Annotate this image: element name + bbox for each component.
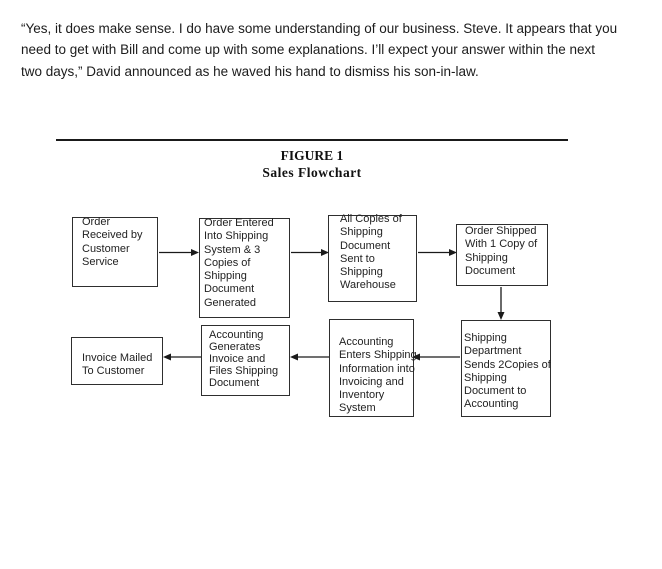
arrow-order-received-to-order-entered <box>159 249 199 256</box>
figure-heading: FIGURE 1 Sales Flowchart <box>56 147 568 181</box>
figure-divider-line <box>56 139 568 141</box>
figure-label: FIGURE 1 <box>280 148 344 163</box>
narrative-paragraph: “Yes, it does make sense. I do have some… <box>21 21 618 79</box>
flowchart-box-invoice-mailed: Invoice Mailed To Customer <box>71 337 163 385</box>
flowchart-box-accounting-enters: Accounting Enters Shipping Information i… <box>329 319 417 417</box>
figure-title: Sales Flowchart <box>262 165 362 180</box>
arrow-order-shipped-to-shipping-sends <box>497 287 505 320</box>
flowchart-box-text: Accounting Enters Shipping Information i… <box>339 336 417 415</box>
arrow-shipping-sends-to-accounting-enters <box>412 353 460 361</box>
flowchart-box-text: Invoice Mailed To Customer <box>82 352 153 378</box>
flowchart-box-order-shipped: Order Shipped With 1 Copy of Shipping Do… <box>456 224 548 286</box>
flowchart-box-text: All Copies of Shipping Document Sent to … <box>340 213 402 292</box>
flowchart-box-text: Shipping Department Sends 2Copies of Shi… <box>464 332 551 411</box>
arrow-accounting-enters-to-accounting-generates <box>290 353 329 361</box>
flowchart-box-text: Order Shipped With 1 Copy of Shipping Do… <box>465 225 538 277</box>
arrow-order-entered-to-copies-sent <box>291 249 329 256</box>
flowchart-box-copies-sent: All Copies of Shipping Document Sent to … <box>328 213 417 302</box>
flowchart-box-shipping-sends: Shipping Department Sends 2Copies of Shi… <box>461 320 551 417</box>
flowchart-box-order-received: Order Received by Customer Service <box>72 216 158 287</box>
flowchart-box-accounting-generates: Accounting Generates Invoice and Files S… <box>201 325 290 396</box>
flowchart-box-text: Order Received by Customer Service <box>82 216 143 268</box>
flowchart-box-text: Order Entered Into Shipping System & 3 C… <box>204 217 274 309</box>
arrow-accounting-generates-to-invoice-mailed <box>163 353 201 361</box>
arrow-copies-sent-to-order-shipped <box>418 249 457 256</box>
flowchart-box-text: Accounting Generates Invoice and Files S… <box>209 329 279 389</box>
flowchart-box-order-entered: Order Entered Into Shipping System & 3 C… <box>199 217 290 318</box>
